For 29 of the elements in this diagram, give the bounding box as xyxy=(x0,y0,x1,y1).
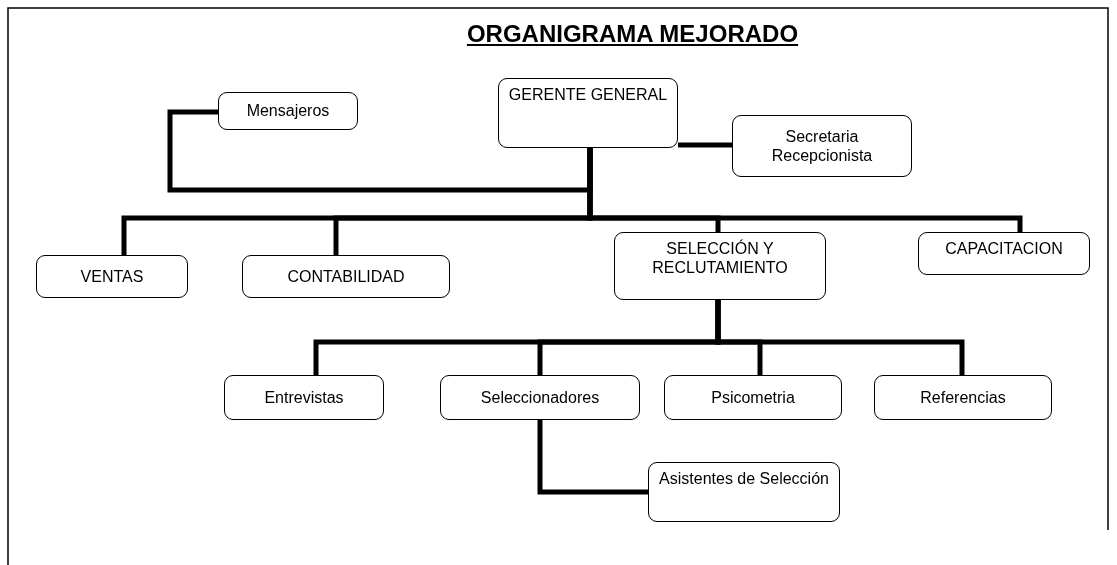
org-box xyxy=(874,375,1052,420)
box-label: SELECCIÓN Y RECLUTAMIENTO xyxy=(651,239,789,278)
box-label: CAPACITACION xyxy=(945,239,1063,259)
box-label: CONTABILIDAD xyxy=(287,266,405,287)
connector-line xyxy=(587,148,1023,232)
connector-line xyxy=(678,142,732,148)
connector-line xyxy=(537,420,648,495)
box-label: Entrevistas xyxy=(264,387,344,408)
box-label: Seleccionadores xyxy=(480,387,600,408)
box-label: Asistentes de Selección xyxy=(659,469,829,489)
org-box xyxy=(224,375,384,420)
box-label: GERENTE GENERAL xyxy=(508,85,668,105)
org-box xyxy=(664,375,842,420)
org-box xyxy=(218,92,358,130)
org-box xyxy=(242,255,450,298)
org-box xyxy=(440,375,640,420)
org-box xyxy=(732,115,912,177)
box-label: Secretaria Recepcionista xyxy=(770,126,874,166)
box-label: VENTAS xyxy=(80,266,144,287)
diagram-title: ORGANIGRAMA MEJORADO xyxy=(465,20,800,48)
org-box xyxy=(36,255,188,298)
org-box xyxy=(918,232,1090,275)
box-label: Psicometria xyxy=(711,387,795,408)
box-label: Referencias xyxy=(920,387,1006,408)
org-box xyxy=(614,232,826,300)
connector-line xyxy=(715,300,965,375)
box-label: Mensajeros xyxy=(246,101,330,121)
org-box xyxy=(648,462,840,522)
org-box xyxy=(498,78,678,148)
